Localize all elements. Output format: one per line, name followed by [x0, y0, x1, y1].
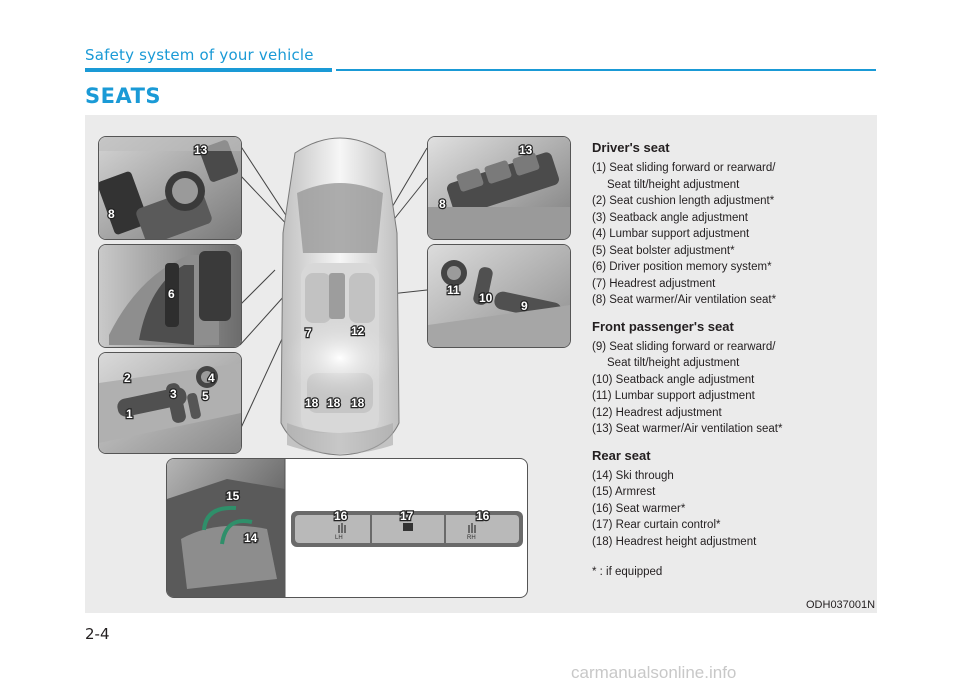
- page-number: 2-4: [85, 625, 110, 643]
- car-top-view: [280, 137, 400, 456]
- legend-item: (16) Seat warmer*: [592, 502, 686, 515]
- legend-item: (9) Seat sliding forward or rearward/ Se…: [592, 340, 776, 370]
- legend-item: (2) Seat cushion length adjustment*: [592, 195, 775, 207]
- legend-item: (4) Lumbar support adjustment: [592, 228, 750, 240]
- callout-8: 8: [439, 197, 446, 211]
- callout-2: 2: [124, 371, 131, 385]
- callout-12: 12: [351, 324, 365, 338]
- driver-seat-controls-photo: [98, 352, 242, 454]
- legend-item: (8) Seat warmer/Air ventilation seat*: [592, 294, 777, 306]
- callouts-car: 7 12 18 18 18: [304, 323, 366, 412]
- running-header: Safety system of your vehicle: [85, 46, 314, 64]
- legend-item: (6) Driver position memory system*: [592, 261, 772, 273]
- callout-18: 18: [351, 396, 365, 410]
- footnote: * : if equipped: [592, 566, 663, 578]
- callouts-middle-right: 11 10 9: [446, 282, 530, 315]
- callout-14: 14: [244, 531, 258, 545]
- watermark-text: carmanualsonline.info: [571, 663, 737, 682]
- armrest-arrow-icon: [202, 505, 237, 531]
- callout-10: 10: [479, 291, 493, 305]
- callout-11: 11: [447, 283, 460, 297]
- legend-item: (15) Armrest: [592, 486, 656, 498]
- seat-legend: Driver's seat (1) Seat sliding forward o…: [592, 140, 872, 591]
- passenger-switch-photo: [427, 136, 571, 240]
- passenger-seat-heading: Front passenger's seat: [592, 318, 734, 334]
- callouts-rear: 15 14 16 17 16: [202, 488, 491, 546]
- seat-warmer-icon: [338, 523, 346, 533]
- rear-seat-heading: Rear seat: [592, 447, 651, 463]
- callout-6: 6: [168, 287, 175, 301]
- legend-item: (12) Headrest adjustment: [592, 406, 722, 419]
- driver-seat-group: Driver's seat (1) Seat sliding forward o…: [592, 140, 872, 309]
- driver-switch-photo: [98, 136, 242, 240]
- callout-8: 8: [108, 207, 115, 221]
- ski-through-arrow-icon: [220, 519, 253, 545]
- callouts-bottom-left: 2 4 3 5 1: [123, 370, 217, 423]
- callout-13: 13: [519, 143, 533, 157]
- callout-1: 1: [126, 407, 133, 421]
- callout-13: 13: [194, 143, 208, 157]
- legend-item: (11) Lumbar support adjustment: [592, 390, 755, 402]
- legend-item: (13) Seat warmer/Air ventilation seat*: [592, 423, 783, 435]
- callout-18: 18: [305, 396, 319, 410]
- legend-item: (1) Seat sliding forward or rearward/ Se…: [592, 162, 776, 191]
- panel-label-rh: RH: [467, 535, 476, 541]
- callout-9: 9: [521, 299, 528, 313]
- figure-reference-code: ODH037001N: [806, 599, 876, 611]
- callout-18: 18: [327, 396, 341, 410]
- callout-4: 4: [208, 371, 215, 385]
- legend-item: (7) Headrest adjustment: [592, 277, 716, 290]
- legend-item: (14) Ski through: [592, 469, 674, 482]
- callout-16: 16: [334, 509, 348, 523]
- callout-3: 3: [170, 387, 177, 401]
- callouts-top-left: 13 8: [107, 142, 209, 223]
- callout-5: 5: [202, 389, 209, 403]
- door-memory-photo: [98, 244, 242, 348]
- passenger-seat-group: Front passenger's seat (9) Seat sliding …: [592, 319, 872, 438]
- callout-7: 7: [305, 326, 312, 340]
- legend-item: (3) Seatback angle adjustment: [592, 211, 748, 224]
- legend-item: (10) Seatback angle adjustment: [592, 373, 755, 386]
- panel-label-lh: LH: [335, 535, 343, 541]
- header-rule-thin: [336, 69, 876, 71]
- section-title: SEATS: [85, 84, 162, 108]
- callout-16: 16: [476, 509, 490, 523]
- callouts-top-right: 13 8: [438, 142, 534, 213]
- header-rule-thick: [85, 68, 332, 72]
- seat-warmer-icon: [468, 523, 476, 533]
- rear-seat-group: Rear seat (14) Ski through (15) Armrest …: [592, 448, 872, 581]
- rear-curtain-icon: [403, 523, 413, 531]
- legend-item: (18) Headrest height adjustment: [592, 535, 757, 548]
- driver-seat-heading: Driver's seat: [592, 140, 670, 155]
- callout-15: 15: [226, 489, 240, 503]
- legend-item: (5) Seat bolster adjustment*: [592, 244, 735, 257]
- legend-item: (17) Rear curtain control*: [592, 519, 721, 531]
- callouts-middle-left: 6: [167, 286, 177, 303]
- passenger-seat-controls-photo: [427, 244, 571, 348]
- callout-17: 17: [400, 509, 414, 523]
